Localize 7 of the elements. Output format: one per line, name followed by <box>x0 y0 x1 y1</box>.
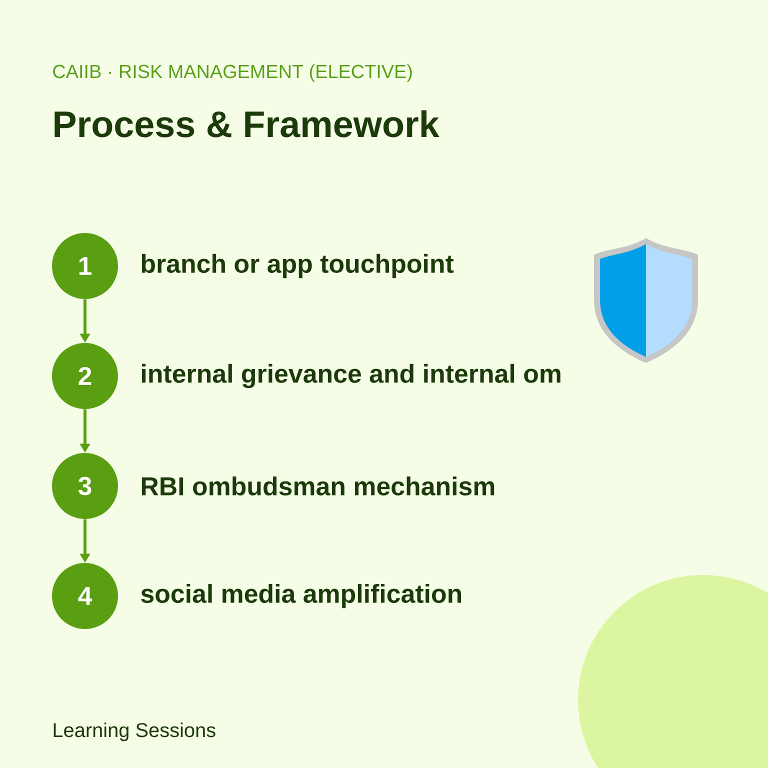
step-label: internal grievance and internal om <box>142 364 560 388</box>
step-label: social media amplification <box>141 584 462 608</box>
footer-text: Learning Sessions <box>54 722 216 742</box>
subtitle: CAIIB · RISK MANAGEMENT (ELECTIVE) <box>53 64 412 82</box>
title: Process & Framework <box>54 110 440 138</box>
step-label: branch or app touchpoint <box>142 254 454 278</box>
step-label: RBI ombudsman mechanism <box>142 476 494 496</box>
